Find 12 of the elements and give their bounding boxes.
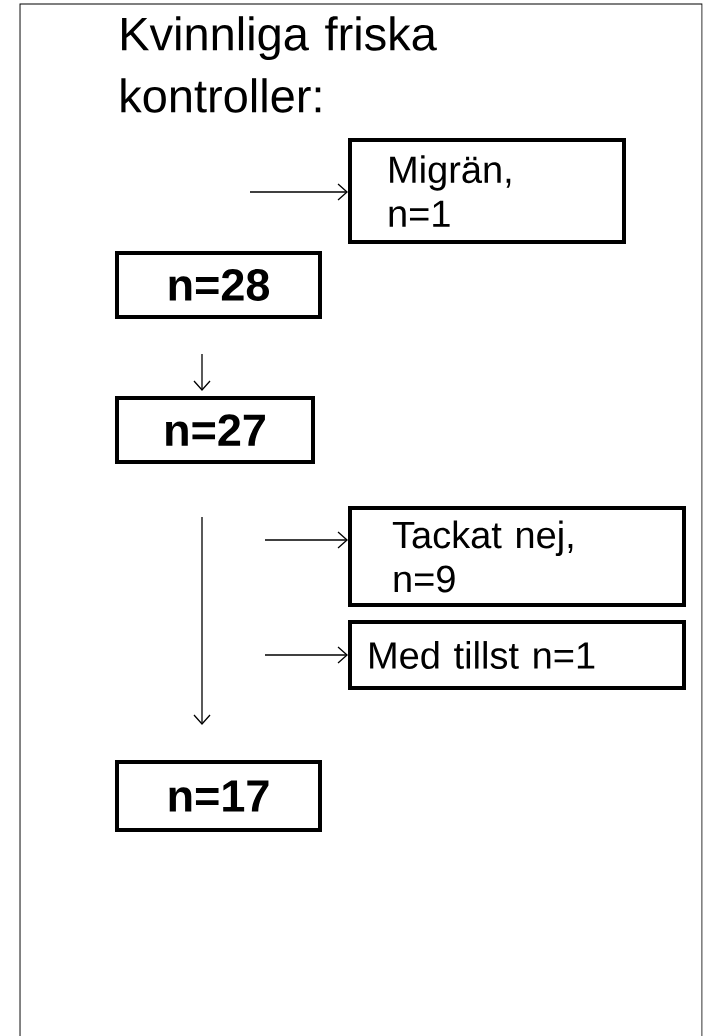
arrow xyxy=(193,353,211,391)
arrow xyxy=(264,646,348,664)
arrow xyxy=(249,183,348,201)
count-box: n=28 xyxy=(115,251,322,319)
exclusion-box: Tackat nej, n=9 xyxy=(348,506,686,607)
exclusion-box: Migrän, n=1 xyxy=(348,138,626,244)
exclusion-box: Med tillst n=1 xyxy=(348,620,686,690)
title: Kvinnliga friska kontroller: xyxy=(121,16,437,113)
count-box: n=27 xyxy=(115,396,315,464)
arrow xyxy=(193,516,211,725)
count-box: n=17 xyxy=(115,760,322,832)
arrow xyxy=(264,531,348,549)
